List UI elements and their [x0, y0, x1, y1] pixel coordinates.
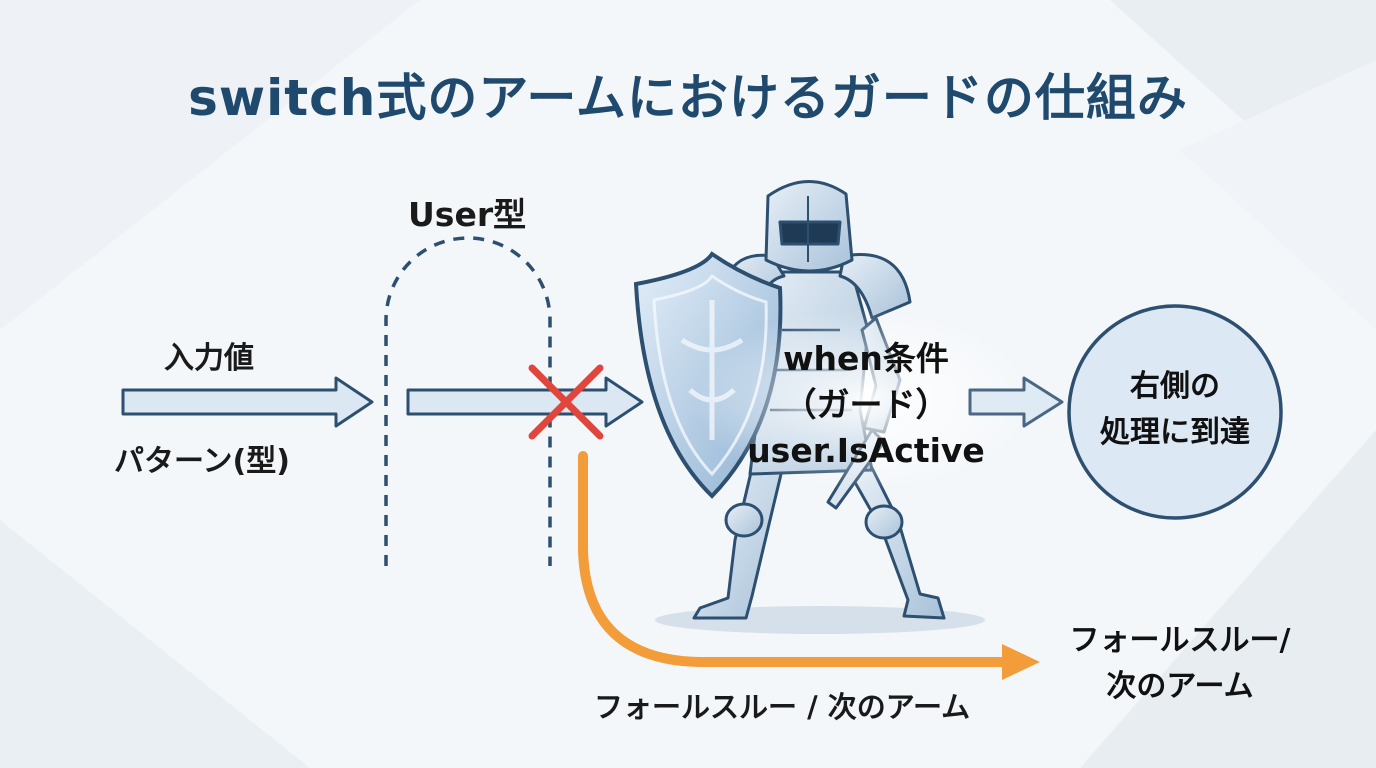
guard-condition-text: when条件 （ガード） user.IsActive — [732, 336, 1000, 474]
input-arrow — [121, 376, 374, 428]
guard-line-1: when条件 — [783, 339, 949, 378]
fallthrough-bottom-label: フォールスルー / 次のアーム — [594, 690, 971, 724]
fallthrough-right-line-2: 次のアーム — [1106, 669, 1254, 704]
fallthrough-right-line-1: フォールスルー/ — [1069, 623, 1291, 658]
x-mark-icon — [528, 364, 604, 440]
pattern-match-arrow — [406, 376, 644, 428]
result-text: 右側の 処理に到達 — [1068, 364, 1282, 456]
pattern-label: パターン(型) — [114, 444, 290, 479]
page-title: switch式のアームにおけるガードの仕組み — [188, 69, 1188, 127]
input-value-label: 入力値 — [164, 341, 254, 376]
result-line-2: 処理に到達 — [1100, 415, 1250, 450]
type-label: User型 — [408, 195, 527, 234]
fallthrough-right-label: フォールスルー/ 次のアーム — [1040, 618, 1320, 710]
fallthrough-arrow — [578, 451, 1040, 680]
dashed-gate-icon — [384, 236, 552, 566]
guard-line-3: user.IsActive — [747, 431, 985, 470]
guard-line-2: （ガード） — [783, 385, 949, 424]
success-arrow — [968, 376, 1064, 428]
guard-text-glow — [696, 308, 1036, 492]
result-line-1: 右側の — [1130, 369, 1220, 404]
result-circle — [1067, 304, 1283, 520]
